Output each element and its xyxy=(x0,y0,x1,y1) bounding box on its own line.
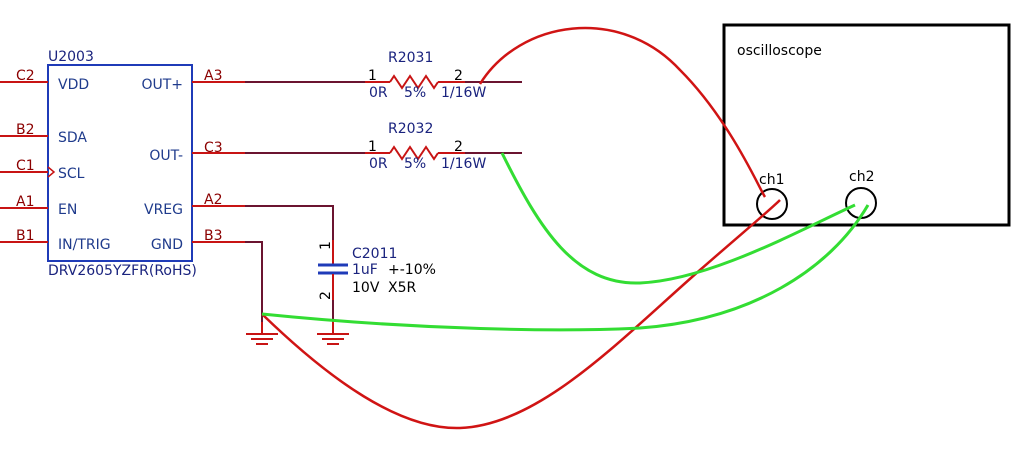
pin-num-a1: A1 xyxy=(16,194,34,210)
probe-ch2-signal xyxy=(500,152,856,285)
pin-name-scl: SCL xyxy=(58,166,85,182)
pin-num-b1: B1 xyxy=(16,228,35,244)
r2031-value: 0R xyxy=(369,85,388,101)
c2011-value: 1uF xyxy=(352,262,378,278)
r2031-power: 1/16W xyxy=(441,85,486,101)
pin-num-a3: A3 xyxy=(204,68,222,84)
pin-name-sda: SDA xyxy=(58,130,87,146)
pin-name-en: EN xyxy=(58,202,77,218)
pin-num-b2: B2 xyxy=(16,122,35,138)
r2031-pin1: 1 xyxy=(368,68,377,84)
probe-ch1-ground xyxy=(261,199,781,430)
capacitor-c2011: 1 2 C2011 1uF +-10% 10V X5R xyxy=(318,240,436,300)
r2032-power: 1/16W xyxy=(441,156,486,172)
ground-symbol-ic xyxy=(246,322,278,345)
ch2-label: ch2 xyxy=(849,169,874,185)
ground-symbol-cap xyxy=(317,322,349,345)
wire-gnd xyxy=(245,241,263,322)
r2031-pin2: 2 xyxy=(454,68,463,84)
r2032-tolerance: 5% xyxy=(404,156,426,172)
pin-name-in-trig: IN/TRIG xyxy=(58,237,111,253)
r2031-ref: R2031 xyxy=(388,50,433,66)
probe-ch2-ground xyxy=(261,204,870,332)
c2011-dielectric: X5R xyxy=(388,280,416,296)
pin-num-c2: C2 xyxy=(16,68,35,84)
c2011-ref: C2011 xyxy=(352,246,397,262)
pin-name-vdd: VDD xyxy=(58,77,89,93)
pin-num-c3: C3 xyxy=(204,140,223,156)
pin-num-c1: C1 xyxy=(16,158,35,174)
probe-ch1-signal xyxy=(478,26,767,198)
r2031-tolerance: 5% xyxy=(404,85,426,101)
c2011-pin1: 1 xyxy=(318,241,334,250)
c2011-voltage: 10V xyxy=(352,280,380,296)
r2032-pin1: 1 xyxy=(368,139,377,155)
resistor-r2032: R2032 1 2 0R 5% 1/16W xyxy=(365,121,522,172)
ic-part-label: DRV2605YZFR(RoHS) xyxy=(48,263,197,279)
r2031-zigzag xyxy=(389,74,439,90)
pin-num-a2: A2 xyxy=(204,192,222,208)
ic-body xyxy=(47,64,193,262)
ic-u2003: U2003 DRV2605YZFR(RoHS) C2 B2 C1 A1 B1 V… xyxy=(0,49,245,279)
ic-ref-label: U2003 xyxy=(48,49,94,65)
pin-name-out-minus: OUT- xyxy=(149,148,183,164)
scl-clock-marker xyxy=(47,166,56,178)
c2011-pin2: 2 xyxy=(318,291,334,300)
resistor-r2031: R2031 1 2 0R 5% 1/16W xyxy=(365,50,522,101)
ch1-jack[interactable] xyxy=(756,188,788,220)
c2011-tolerance: +-10% xyxy=(388,262,436,278)
r2032-zigzag xyxy=(389,145,439,161)
oscilloscope-label: oscilloscope xyxy=(737,43,822,59)
oscilloscope: oscilloscope ch1 ch2 xyxy=(722,23,1011,227)
pin-name-out-plus: OUT+ xyxy=(141,77,183,93)
wire-vreg xyxy=(245,205,334,240)
r2032-ref: R2032 xyxy=(388,121,433,137)
pin-name-vreg: VREG xyxy=(144,202,183,218)
ch1-label: ch1 xyxy=(759,172,784,188)
r2032-pin2: 2 xyxy=(454,139,463,155)
pin-num-b3: B3 xyxy=(204,228,223,244)
r2032-value: 0R xyxy=(369,156,388,172)
pin-name-gnd: GND xyxy=(151,237,183,253)
